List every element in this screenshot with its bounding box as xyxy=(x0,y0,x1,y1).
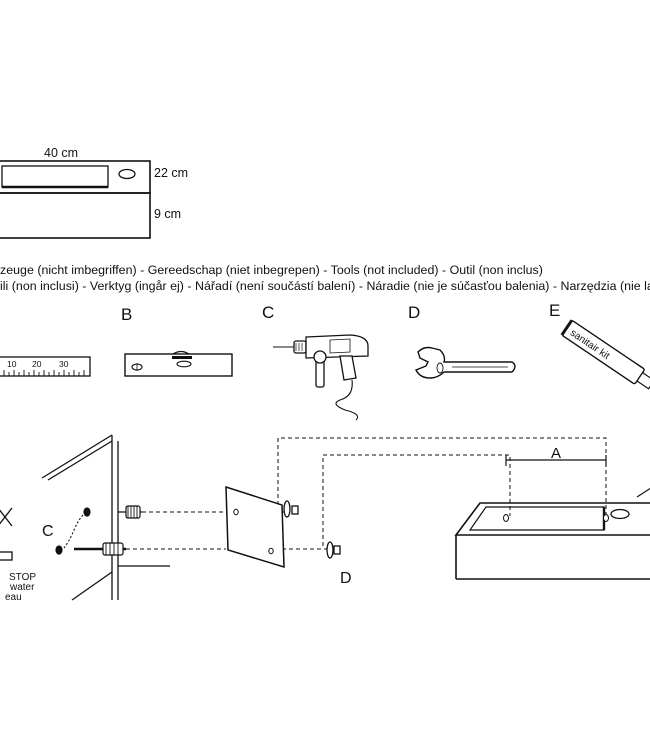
sink-front-face xyxy=(0,192,151,239)
drill-icon xyxy=(273,334,369,421)
wrench-icon xyxy=(415,346,516,379)
tool-letter-b: B xyxy=(121,305,132,324)
sink-basin-opening xyxy=(1,165,109,188)
width-label: 40 cm xyxy=(44,146,78,160)
sanitair-kit-icon: sanitair kit xyxy=(560,319,650,390)
water-label: water xyxy=(9,582,35,593)
washers-and-nuts xyxy=(283,500,341,559)
plug-pointer xyxy=(63,513,85,549)
label-c: C xyxy=(42,523,54,540)
label-d: D xyxy=(340,570,352,587)
height-label: 9 cm xyxy=(154,207,181,221)
mounting-bracket xyxy=(225,485,285,569)
water-supply-valve xyxy=(0,507,13,561)
ruler-tick-30: 30 xyxy=(59,359,69,369)
ruler-tick-10: 10 xyxy=(7,359,17,369)
tool-letter-e: E xyxy=(549,301,560,320)
sink-dimension-drawing xyxy=(0,160,151,239)
ruler-body xyxy=(0,356,91,377)
ruler-tick-20: 20 xyxy=(32,359,42,369)
tools-not-included-line-1: zeuge (nicht imbegriffen) - Gereedschap … xyxy=(0,263,543,277)
ruler-tool: 10 20 30 xyxy=(0,356,91,377)
dimension-a xyxy=(505,455,607,466)
wall-plugs-and-screws xyxy=(55,505,142,556)
depth-label: 22 cm xyxy=(154,166,188,180)
sink-tap-hole xyxy=(118,168,136,180)
ruler-tick-marks xyxy=(3,370,85,376)
stop-label: STOP xyxy=(9,572,36,583)
eau-label: eau xyxy=(5,592,22,603)
wall-corner xyxy=(41,434,170,601)
sink-installed xyxy=(454,487,650,580)
sink-mount-hole-left xyxy=(503,514,509,522)
sink-mount-hole-right xyxy=(603,514,609,522)
tools-not-included-line-2: ili (non inclusi) - Verktyg (ingår ej) -… xyxy=(0,279,650,293)
spirit-level-icon xyxy=(124,350,233,377)
tool-letter-c: C xyxy=(262,303,274,322)
tool-letter-d: D xyxy=(408,303,420,322)
label-a: A xyxy=(551,445,561,462)
alignment-lines xyxy=(126,437,607,550)
